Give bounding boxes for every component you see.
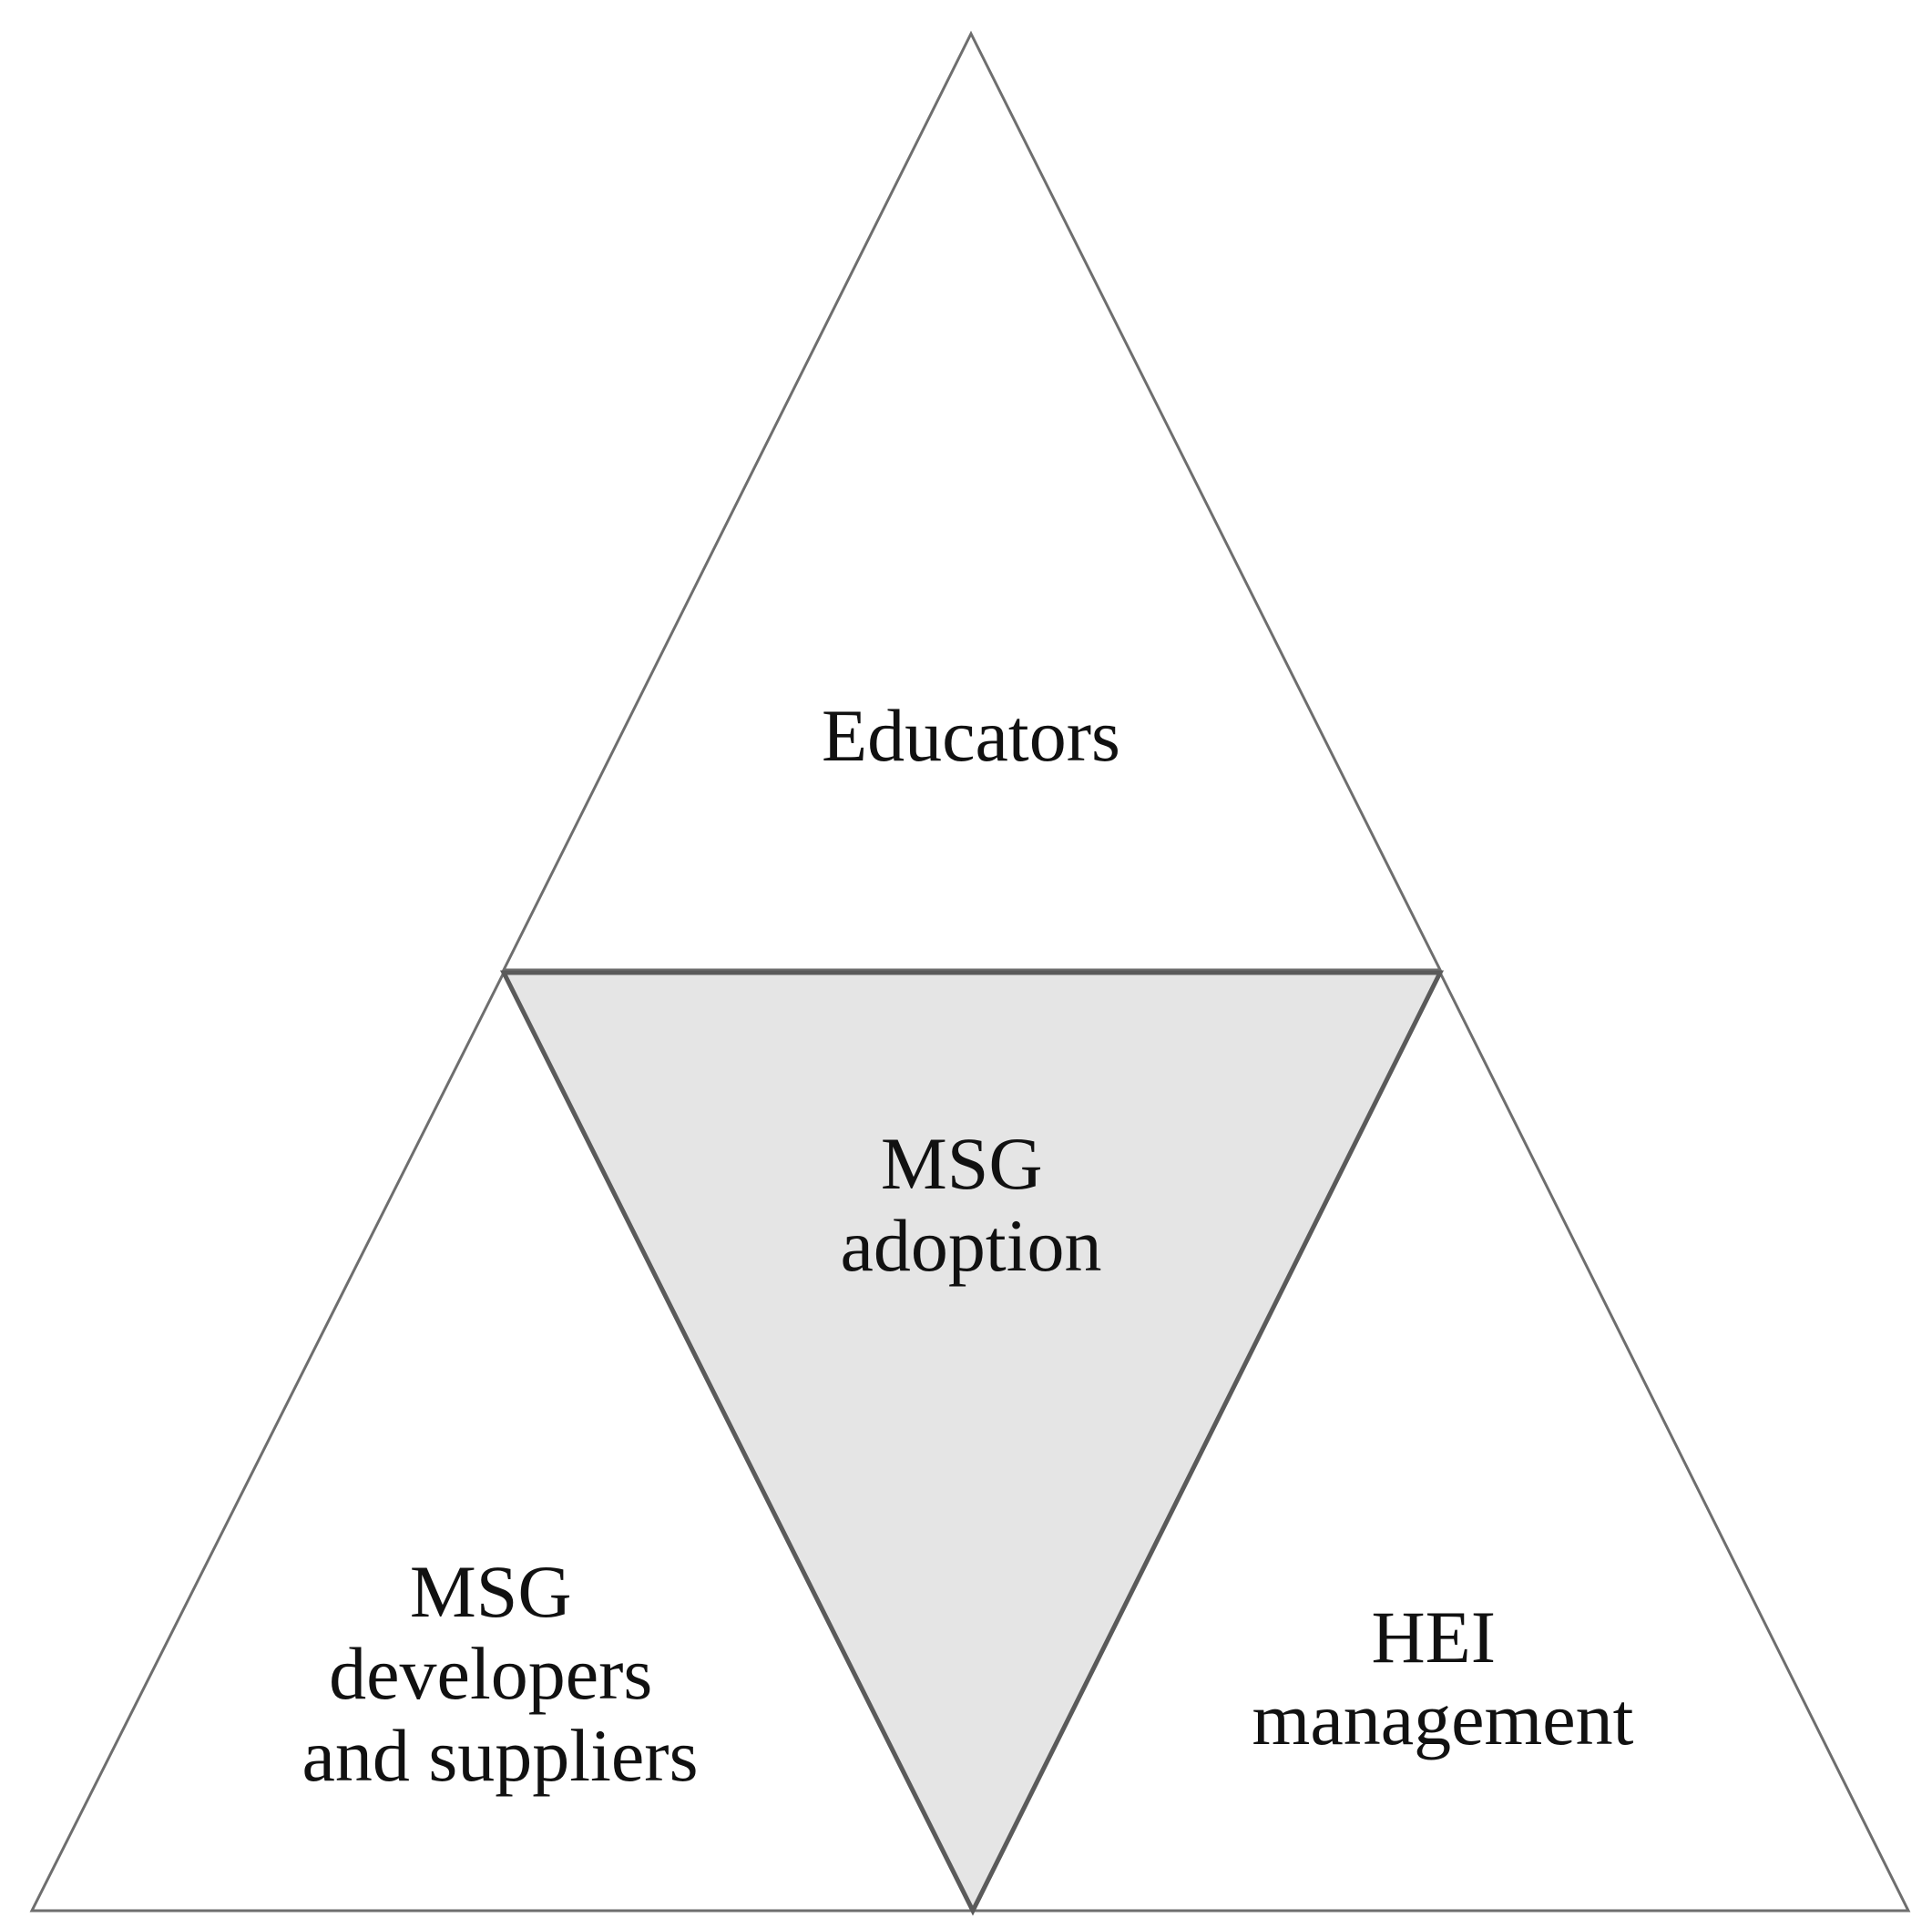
msg-adoption-label: MSG adoption [841,1122,1102,1287]
developers-suppliers-label: MSG developers and suppliers [302,1550,699,1797]
hei-management-label: HEI management [1252,1596,1634,1760]
msg-adoption-triangle [499,970,1445,1916]
educators-triangle [501,30,1443,972]
educators-label: Educators [822,694,1120,777]
